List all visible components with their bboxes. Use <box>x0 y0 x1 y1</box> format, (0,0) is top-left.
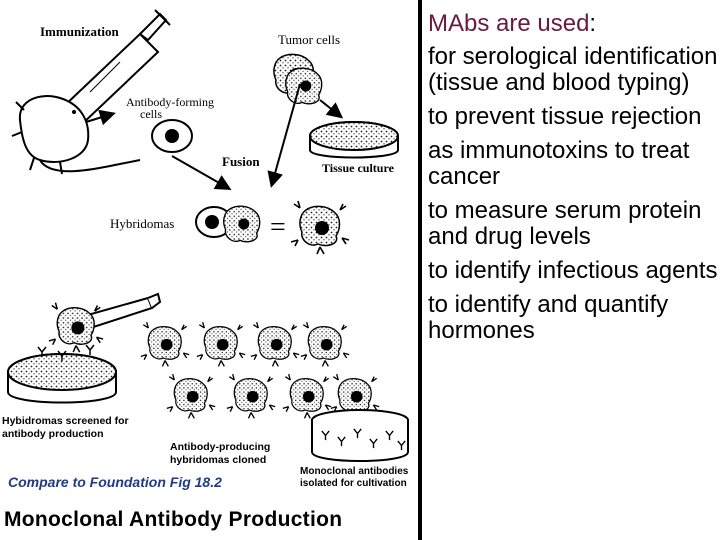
tissue-culture-dish-icon <box>309 121 399 159</box>
arrow-immunization-down <box>172 160 178 170</box>
antibody-forming-cell-icon <box>151 119 193 153</box>
list-item: to identify and quantify hormones <box>428 291 669 344</box>
label-tumor-cells: Tumor cells <box>278 32 340 47</box>
equals-sign: = <box>270 212 286 243</box>
list-item: to prevent tissue rejection <box>428 103 702 130</box>
label-cloned-line2: hybridomas cloned <box>170 454 266 466</box>
hybridoma-fusion-icon <box>195 205 261 243</box>
label-fusion: Fusion <box>222 154 260 169</box>
label-screened-line1: Hybidromas screened for <box>2 415 129 427</box>
label-cloned-line1: Antibody-producing <box>170 441 270 453</box>
uses-heading-colon: : <box>589 10 597 37</box>
list-item: to identify infectious agents <box>428 257 718 284</box>
figure-reference: Compare to Foundation Fig 18.2 <box>8 474 222 490</box>
diagram-title: Monoclonal Antibody Production <box>4 508 343 531</box>
divider-bar <box>418 0 422 540</box>
arrow-to-antibody-cells <box>85 109 116 126</box>
monoclonal-antibody-diagram: = Immunization Tumor ce <box>2 9 409 489</box>
uses-panel: MAbs are used: for serological identific… <box>428 10 718 352</box>
label-tissue-culture: Tissue culture <box>322 161 395 175</box>
uses-heading-main: MAbs are used <box>428 10 590 37</box>
arrow-fusion-left <box>171 155 232 190</box>
mouse-icon <box>11 95 141 175</box>
cloned-hybridomas-icon <box>140 321 380 420</box>
tumor-cells-icon <box>273 53 323 105</box>
label-cells: cells <box>140 107 162 121</box>
list-item: as immunotoxins to treat cancer <box>428 137 690 190</box>
antibody-beaker-icon <box>311 409 409 462</box>
list-item: to measure serum protein and drug levels <box>428 197 702 250</box>
arrow-fusion-right <box>267 83 301 188</box>
label-antibody-forming: Antibody-forming <box>126 95 214 109</box>
label-screened-line2: antibody production <box>2 428 104 440</box>
hybridoma-cell-icon <box>290 200 350 255</box>
uses-heading: MAbs are used: <box>428 10 718 38</box>
label-immunization: Immunization <box>40 24 120 39</box>
list-item: for serological identification (tissue a… <box>428 43 718 96</box>
label-mono-line1: Monoclonal antibodies <box>300 466 409 477</box>
arrow-tumor-to-culture <box>319 99 344 119</box>
label-mono-line2: isolated for cultivation <box>300 478 407 489</box>
label-hybridomas: Hybridomas <box>110 216 174 231</box>
screening-plate-icon <box>7 292 162 404</box>
uses-list: for serological identification (tissue a… <box>428 44 718 344</box>
